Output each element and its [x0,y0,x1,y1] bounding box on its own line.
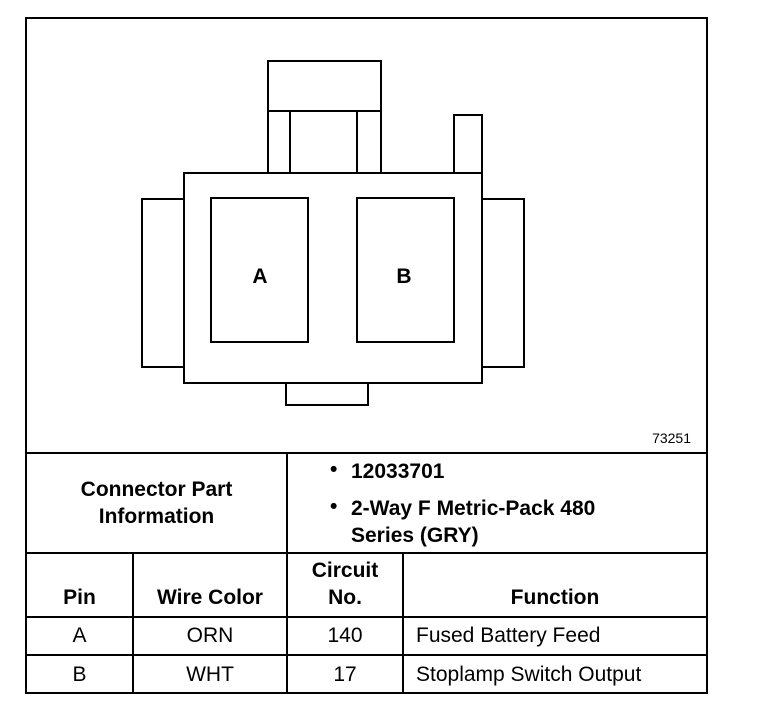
cell-circuit-no: 17 [288,656,404,694]
cell-pin: A [27,618,134,654]
header-circuit-no-text: Circuit No. [311,559,379,609]
bullet-icon: • [330,495,338,518]
cell-function: Stoplamp Switch Output [416,663,642,686]
connector-part-info-label: Connector Part Information [27,454,288,552]
cell-function: Fused Battery Feed [416,624,601,647]
polarization-tab [453,114,483,174]
left-flange [141,198,185,368]
connector-description: 2-Way F Metric-Pack 480 Series (GRY) [351,497,596,547]
table-row: B WHT 17 Stoplamp Switch Output [27,656,706,694]
connector-end-view-frame: A B 73251 Connector Part Information • 1… [25,17,708,694]
header-pin: Pin [27,554,134,616]
figure-reference-number: 73251 [652,430,691,446]
part-number: 12033701 [351,460,445,483]
connector-drawing: A B [141,60,525,406]
cell-wire-color: ORN [134,618,288,654]
pin-label-b: B [396,265,411,288]
pin-cavity-a [210,197,309,343]
connector-part-info-list: • 12033701 • 2-Way F Metric-Pack 480 Ser… [288,454,706,552]
connector-part-info-row: Connector Part Information • 12033701 • … [27,454,706,554]
connector-part-info-title: Connector Part Information [80,478,233,528]
latch-right-leg [356,110,382,174]
bullet-icon: • [330,458,338,481]
cell-pin: B [27,656,134,694]
pin-cavity-b [356,197,455,343]
header-function: Function [510,586,600,609]
table-header-row: Pin Wire Color Circuit No. Function [27,554,706,618]
header-wire-color: Wire Color [134,554,288,616]
latch-left-leg [267,110,291,174]
pin-label-a: A [252,265,267,288]
header-circuit-no: Circuit No. [288,554,404,616]
cell-circuit-no: 140 [288,618,404,654]
right-flange [481,198,525,368]
connector-diagram: A B 73251 [27,19,706,454]
cell-wire-color: WHT [134,656,288,694]
table-row: A ORN 140 Fused Battery Feed [27,618,706,656]
connector-housing [183,172,483,384]
latch-center [289,110,358,174]
latch-top [267,60,382,112]
bottom-lock [285,382,369,406]
